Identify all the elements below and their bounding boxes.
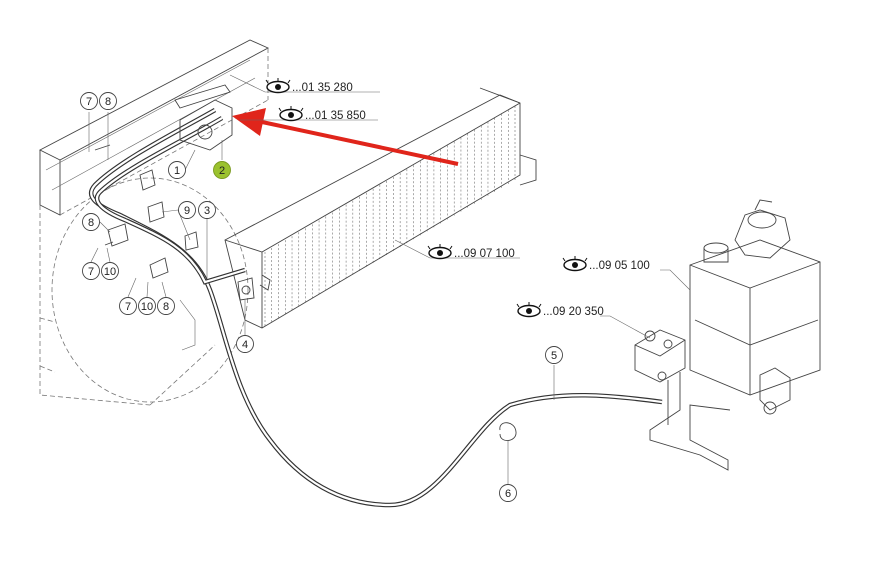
chassis-frame [39,39,270,406]
reference-label-01-35-280[interactable]: ...01 35 280 [265,78,353,94]
callout-number: 7 [88,266,94,278]
callout-number: 4 [242,339,248,351]
reference-number: ...09 05 100 [589,260,650,272]
callout-5[interactable]: 5 [545,346,563,364]
callout-8[interactable]: 8 [157,297,175,315]
reference-label-09-20-350[interactable]: ...09 20 350 [516,302,604,318]
callout-number: 3 [204,205,210,217]
callout-number: 10 [141,301,153,313]
eye-icon [265,78,291,94]
reference-number: ...09 20 350 [543,306,604,318]
callout-number: 7 [86,96,92,108]
callout-7[interactable]: 7 [82,262,100,280]
callout-9[interactable]: 9 [178,201,196,219]
callout-10[interactable]: 10 [101,262,119,280]
callout-number: 9 [184,205,190,217]
callout-number: 2 [219,165,225,177]
callout-4[interactable]: 4 [236,335,254,353]
hydraulic-tank [649,199,821,471]
leader-lines [88,74,691,484]
eye-icon [278,106,304,122]
callout-number: 8 [163,301,169,313]
callout-3[interactable]: 3 [198,201,216,219]
reference-label-09-07-100[interactable]: ...09 07 100 [427,244,515,260]
eye-icon [427,244,453,260]
callout-2[interactable]: 2 [213,161,231,179]
callout-8[interactable]: 8 [99,92,117,110]
fan-shroud [39,177,249,403]
callout-number: 8 [88,217,94,229]
callout-number: 6 [505,488,511,500]
eye-icon [516,302,542,318]
callout-7[interactable]: 7 [80,92,98,110]
callout-number: 7 [125,301,131,313]
red-arrow [232,108,459,166]
callout-6[interactable]: 6 [499,484,517,502]
callout-7[interactable]: 7 [119,297,137,315]
reference-number: ...09 07 100 [454,248,515,260]
callout-number: 8 [105,96,111,108]
reference-number: ...01 35 850 [305,110,366,122]
reference-number: ...01 35 280 [292,82,353,94]
eye-icon [562,256,588,272]
hoses [88,108,663,508]
radiator [224,87,537,329]
callout-1[interactable]: 1 [168,161,186,179]
fittings [94,84,517,441]
reference-label-01-35-850[interactable]: ...01 35 850 [278,106,366,122]
callout-number: 5 [551,350,557,362]
callout-number: 10 [104,266,116,278]
callout-8[interactable]: 8 [82,213,100,231]
valve-block [634,329,686,383]
callout-10[interactable]: 10 [138,297,156,315]
reference-label-09-05-100[interactable]: ...09 05 100 [562,256,650,272]
callout-number: 1 [174,165,180,177]
